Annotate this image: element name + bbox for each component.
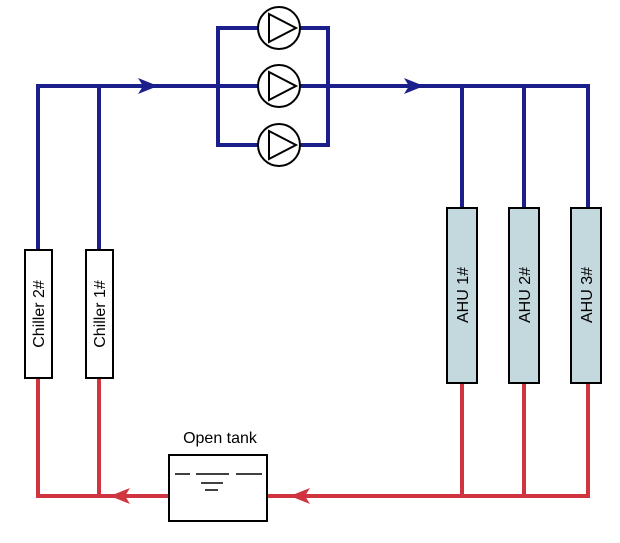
ahu-label: AHU 2#: [517, 267, 534, 323]
flow-arrow-right-icon: [138, 78, 158, 94]
ahu-box: [570, 207, 602, 384]
flow-arrow-left-icon: [110, 488, 130, 504]
pump-icon: [257, 64, 301, 108]
ahu-2: AHU 2#: [508, 207, 540, 384]
flow-arrow-right-icon: [404, 78, 424, 94]
tank-box: [168, 454, 268, 522]
supply-flow-arrows: [138, 78, 424, 94]
ahu-box: [508, 207, 540, 384]
chiller-box: [24, 249, 53, 379]
chiller-label: Chiller 2#: [31, 280, 48, 348]
pump-icon: [257, 6, 301, 50]
chiller-2: Chiller 2#: [24, 249, 53, 379]
chiller-box: [85, 249, 114, 379]
tank-label: Open tank: [183, 430, 258, 447]
supply-header-left: [36, 84, 220, 252]
ahu-label: AHU 3#: [579, 267, 596, 323]
pumps: [257, 6, 301, 167]
ahu-3: AHU 3#: [570, 207, 602, 384]
ahu-box: [446, 207, 478, 384]
pump-icon: [257, 123, 301, 167]
water-level-icon: [175, 473, 262, 491]
chiller-label: Chiller 1#: [92, 280, 109, 348]
return-header: [36, 376, 590, 498]
pump-3: [257, 123, 301, 167]
pump-2: [257, 64, 301, 108]
pump-manifold: [216, 26, 330, 147]
ahu-1: AHU 1#: [446, 207, 478, 384]
supply-pipes: [36, 26, 590, 252]
return-flow-arrows: [110, 488, 310, 504]
ahu-label: AHU 1#: [455, 267, 472, 323]
chiller-1: Chiller 1#: [85, 249, 114, 379]
supply-header-right: [326, 84, 590, 210]
return-pipes: [36, 376, 590, 498]
flow-arrow-left-icon: [290, 488, 310, 504]
open-tank: Open tank: [168, 430, 268, 522]
pump-1: [257, 6, 301, 50]
